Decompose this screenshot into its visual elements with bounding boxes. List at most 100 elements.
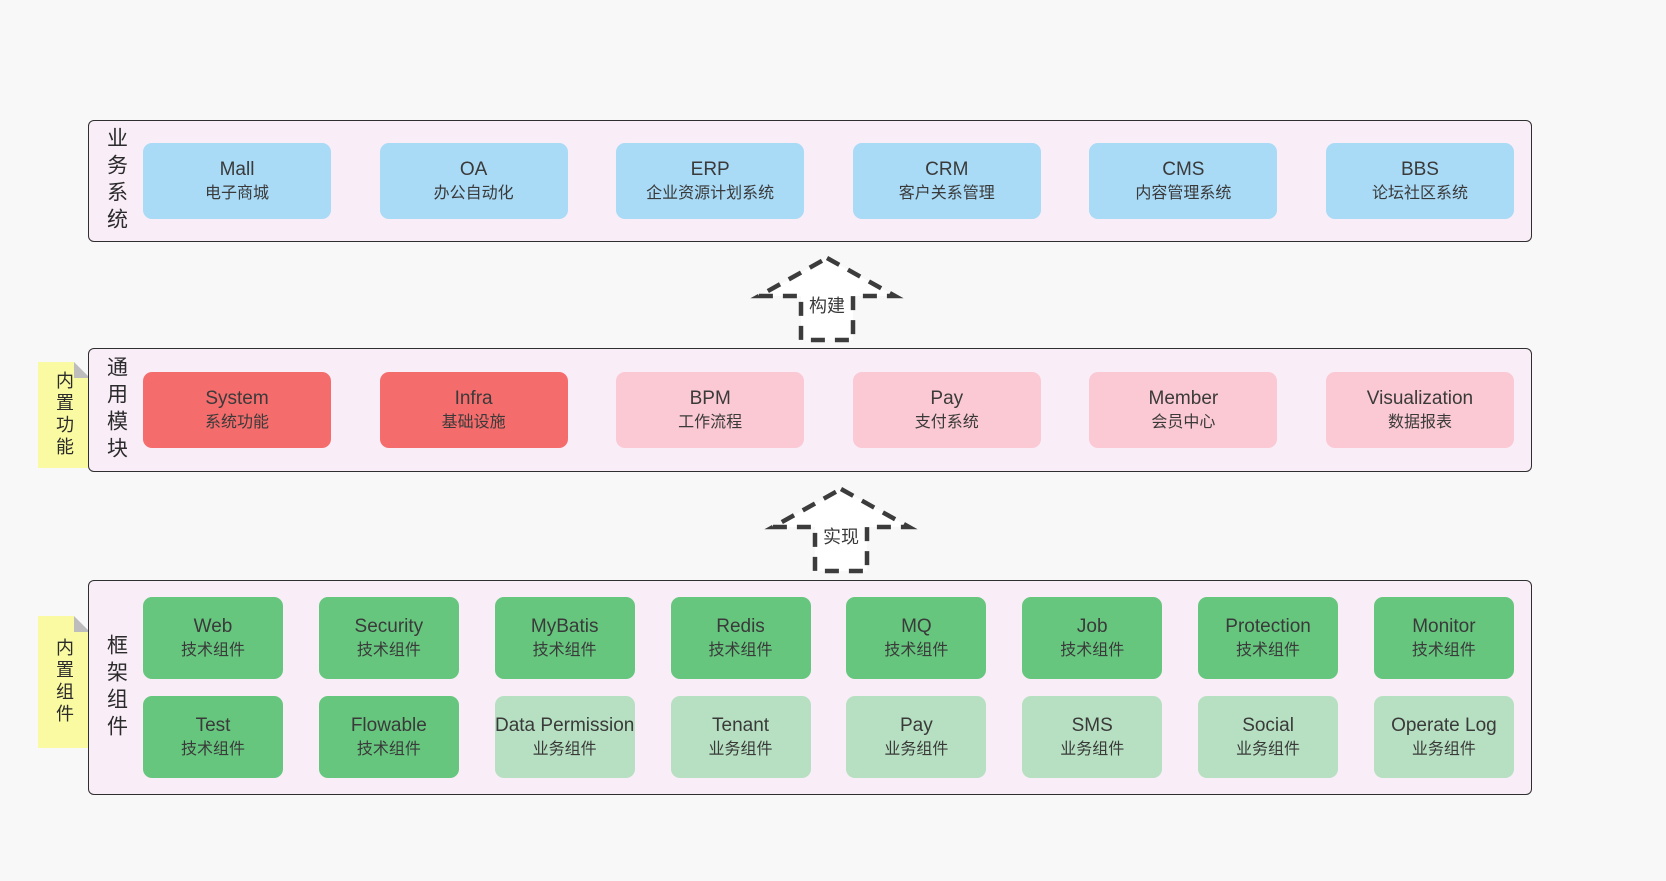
box-title: Pay xyxy=(900,715,933,737)
box-subtitle: 技术组件 xyxy=(1411,642,1476,660)
box-subtitle: 业务组件 xyxy=(1236,741,1301,759)
box-title: SMS xyxy=(1071,715,1113,737)
band-framework-components: 框架组件 Web 技术组件 Security 技术组件 MyBatis 技术组件… xyxy=(88,580,1532,795)
box-operate-log: Operate Log 业务组件 xyxy=(1373,696,1514,778)
box-flowable: Flowable 技术组件 xyxy=(318,696,459,778)
box-subtitle: 技术组件 xyxy=(356,741,421,759)
box-title: Pay xyxy=(930,388,964,410)
box-subtitle: 电子商城 xyxy=(204,185,269,203)
band-label: 框架组件 xyxy=(104,633,128,742)
sticky-note-built-in-features: 内置功能 xyxy=(38,362,90,468)
box-pay-component: Pay 业务组件 xyxy=(846,696,987,778)
box-subtitle: 业务组件 xyxy=(532,741,597,759)
box-title: Web xyxy=(193,616,233,638)
arrow-implement: 实现 xyxy=(764,486,918,574)
box-bbs: BBS 论坛社区系统 xyxy=(1325,143,1514,219)
box-title: Social xyxy=(1242,715,1294,737)
box-title: Visualization xyxy=(1366,388,1474,410)
box-tenant: Tenant 业务组件 xyxy=(670,696,811,778)
box-title: Redis xyxy=(716,616,765,638)
box-title: Test xyxy=(195,715,231,737)
box-bpm: BPM 工作流程 xyxy=(616,372,805,448)
box-title: Mall xyxy=(219,159,255,181)
box-title: Member xyxy=(1148,388,1219,410)
box-oa: OA 办公自动化 xyxy=(379,143,568,219)
box-infra: Infra 基础设施 xyxy=(379,372,568,448)
sticky-note-built-in-components: 内置组件 xyxy=(38,616,90,748)
box-web: Web 技术组件 xyxy=(143,597,283,679)
box-monitor: Monitor 技术组件 xyxy=(1373,597,1514,679)
box-visualization: Visualization 数据报表 xyxy=(1325,372,1514,448)
box-title: BBS xyxy=(1400,159,1439,181)
box-sms: SMS 业务组件 xyxy=(1022,696,1163,778)
box-subtitle: 支付系统 xyxy=(914,414,979,432)
box-title: ERP xyxy=(690,159,730,181)
box-subtitle: 业务组件 xyxy=(1411,741,1476,759)
box-subtitle: 技术组件 xyxy=(1236,642,1301,660)
box-subtitle: 系统功能 xyxy=(204,414,269,432)
framework-components-rows: Web 技术组件 Security 技术组件 MyBatis 技术组件 Redi… xyxy=(143,581,1531,794)
band-label-col: 业务系统 xyxy=(89,121,143,241)
box-subtitle: 业务组件 xyxy=(1060,741,1125,759)
components-row-1: Web 技术组件 Security 技术组件 MyBatis 技术组件 Redi… xyxy=(143,597,1514,679)
box-title: OA xyxy=(459,159,488,181)
band-label: 通用模块 xyxy=(104,356,128,464)
band-label-col: 通用模块 xyxy=(89,349,143,471)
box-job: Job 技术组件 xyxy=(1022,597,1163,679)
box-title: Flowable xyxy=(350,715,427,737)
box-member: Member 会员中心 xyxy=(1089,372,1278,448)
box-mall: Mall 电子商城 xyxy=(143,143,331,219)
box-title: MQ xyxy=(901,616,932,638)
box-subtitle: 数据报表 xyxy=(1387,414,1452,432)
box-subtitle: 技术组件 xyxy=(708,642,773,660)
business-systems-row: Mall 电子商城 OA 办公自动化 ERP 企业资源计划系统 CRM 客户关系… xyxy=(143,121,1531,241)
box-subtitle: 业务组件 xyxy=(708,741,773,759)
box-subtitle: 会员中心 xyxy=(1151,414,1216,432)
box-subtitle: 工作流程 xyxy=(678,414,743,432)
box-subtitle: 技术组件 xyxy=(180,642,245,660)
box-cms: CMS 内容管理系统 xyxy=(1089,143,1278,219)
box-subtitle: 内容管理系统 xyxy=(1135,185,1232,203)
box-title: Infra xyxy=(454,388,493,410)
box-erp: ERP 企业资源计划系统 xyxy=(616,143,805,219)
box-subtitle: 客户关系管理 xyxy=(898,185,995,203)
box-subtitle: 技术组件 xyxy=(1060,642,1125,660)
box-subtitle: 技术组件 xyxy=(532,642,597,660)
band-label: 业务系统 xyxy=(104,127,128,235)
box-mybatis: MyBatis 技术组件 xyxy=(494,597,635,679)
box-title: Job xyxy=(1076,616,1108,638)
components-row-2: Test 技术组件 Flowable 技术组件 Data Permission … xyxy=(143,696,1514,778)
box-subtitle: 技术组件 xyxy=(356,642,421,660)
box-subtitle: 办公自动化 xyxy=(433,185,514,203)
box-protection: Protection 技术组件 xyxy=(1198,597,1339,679)
box-title: Data Permission xyxy=(494,715,635,737)
box-social: Social 业务组件 xyxy=(1198,696,1339,778)
sticky-note-label: 内置功能 xyxy=(54,371,74,459)
box-title: Monitor xyxy=(1412,616,1476,638)
arrow-implement-label: 实现 xyxy=(820,522,862,550)
box-test: Test 技术组件 xyxy=(143,696,283,778)
band-label-col: 框架组件 xyxy=(89,581,143,794)
box-security: Security 技术组件 xyxy=(318,597,459,679)
box-subtitle: 业务组件 xyxy=(884,741,949,759)
box-system: System 系统功能 xyxy=(143,372,331,448)
box-data-permission: Data Permission 业务组件 xyxy=(494,696,635,778)
common-modules-row: System 系统功能 Infra 基础设施 BPM 工作流程 Pay 支付系统… xyxy=(143,349,1531,471)
band-common-modules: 通用模块 System 系统功能 Infra 基础设施 BPM 工作流程 Pay… xyxy=(88,348,1532,472)
box-title: Tenant xyxy=(712,715,770,737)
box-subtitle: 论坛社区系统 xyxy=(1371,185,1468,203)
box-redis: Redis 技术组件 xyxy=(670,597,811,679)
box-title: System xyxy=(205,388,269,410)
box-crm: CRM 客户关系管理 xyxy=(852,143,1041,219)
box-title: MyBatis xyxy=(530,616,599,638)
box-subtitle: 技术组件 xyxy=(884,642,949,660)
box-subtitle: 技术组件 xyxy=(180,741,245,759)
box-subtitle: 企业资源计划系统 xyxy=(646,185,775,203)
box-title: CRM xyxy=(925,159,969,181)
arrow-build: 构建 xyxy=(750,255,904,343)
box-pay-system: Pay 支付系统 xyxy=(852,372,1041,448)
box-mq: MQ 技术组件 xyxy=(846,597,987,679)
box-title: CMS xyxy=(1162,159,1205,181)
band-business-systems: 业务系统 Mall 电子商城 OA 办公自动化 ERP 企业资源计划系统 CRM… xyxy=(88,120,1532,242)
